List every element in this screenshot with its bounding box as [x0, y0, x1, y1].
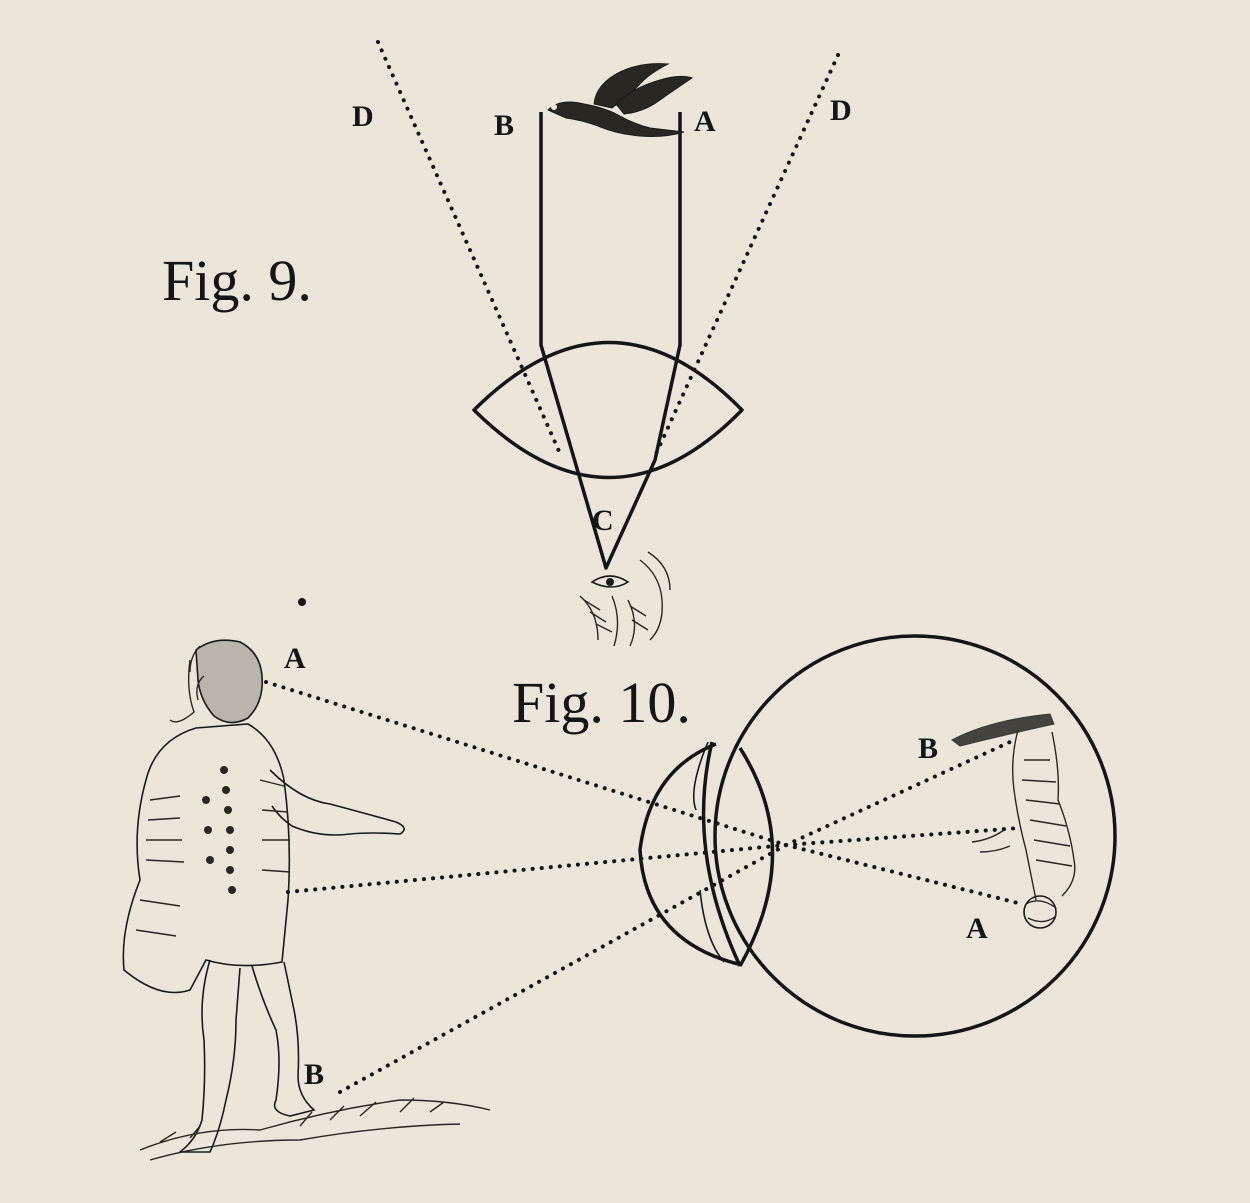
ray-b — [338, 843, 788, 1094]
ray-to-a-image — [784, 843, 1024, 906]
lens — [472, 340, 744, 480]
label-a-object: A — [284, 642, 306, 675]
label-b-image: B — [918, 732, 938, 765]
inverted-man-image-icon — [951, 713, 1076, 929]
lens-front — [701, 741, 742, 967]
figure-10: A B B A Fig. 10. — [122, 634, 1117, 1161]
eyeball — [713, 634, 1117, 1038]
cornea — [638, 742, 739, 966]
lens-back — [738, 747, 775, 967]
ray-d-left — [376, 40, 564, 460]
label-a: A — [694, 105, 716, 138]
eagle-icon — [547, 63, 694, 137]
label-d-right: D — [830, 94, 852, 127]
label-d-left: D — [352, 100, 374, 133]
figure-10-caption: Fig. 10. — [512, 670, 691, 735]
ray-tube — [539, 112, 682, 570]
ray-d-right — [653, 53, 840, 458]
standing-man-icon — [122, 639, 491, 1161]
ray-mid — [286, 843, 788, 894]
label-c: C — [592, 504, 614, 537]
label-b-object: B — [304, 1058, 324, 1091]
figure-9-caption: Fig. 9. — [162, 248, 312, 313]
ray-a — [264, 680, 788, 847]
ray-to-mid-image — [784, 826, 1022, 847]
iris — [692, 741, 725, 963]
eye-sketch-icon — [579, 551, 671, 647]
ink-speck — [298, 598, 306, 606]
figure-9: D B A D C Fig. 9. — [162, 40, 852, 647]
label-a-image: A — [966, 912, 988, 945]
label-b: B — [494, 109, 514, 142]
